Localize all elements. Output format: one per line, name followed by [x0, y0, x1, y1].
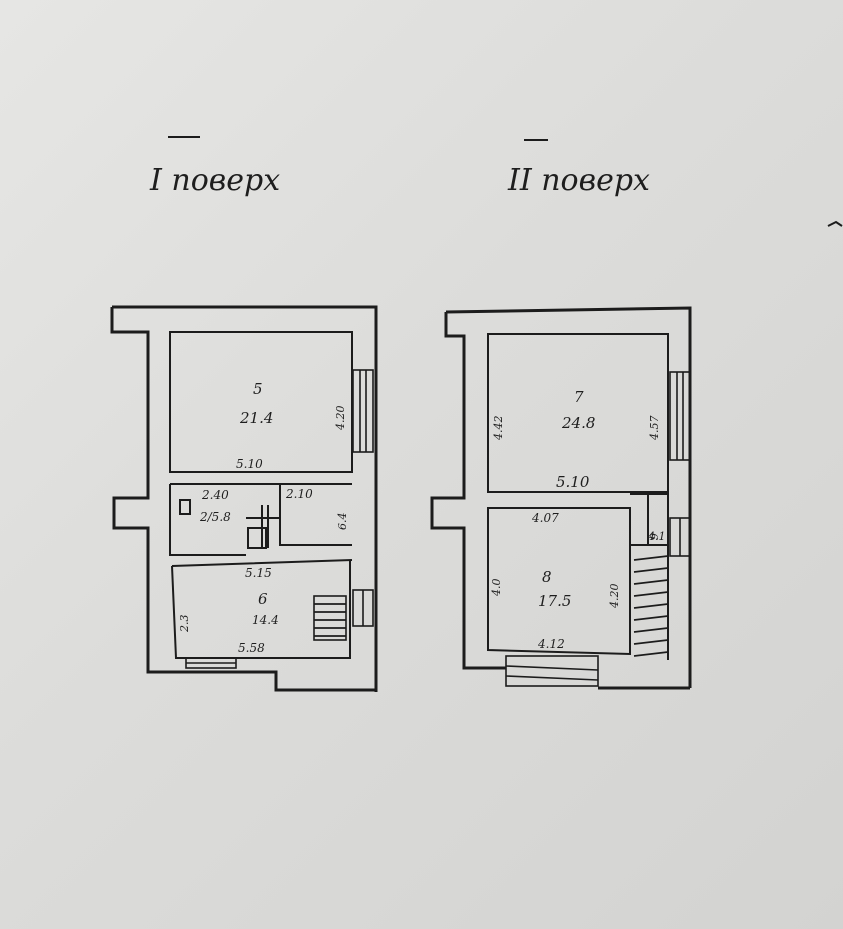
room-9-area: 4.1 [647, 530, 666, 543]
floor-2-upper-room [487, 333, 669, 493]
bath-fixture-icon [179, 499, 191, 515]
room-6-area: 14.4 [252, 613, 279, 627]
floor-1-stairs [313, 595, 347, 641]
dim-bottom-width: 4.12 [537, 637, 565, 651]
dim-low-right: 4.20 [608, 584, 621, 610]
dim-top-left: 4.42 [492, 416, 505, 442]
stray-mark [827, 220, 843, 227]
dim-wc-top: 2.10 [285, 487, 313, 501]
floor-2-window-right [669, 371, 691, 461]
floor-2-lower-room [487, 507, 631, 656]
room-6-number: 6 [258, 590, 268, 608]
floor-1-title: I поверх [149, 163, 280, 198]
floor-1-window-bottom [185, 657, 237, 669]
dim-low-left: 4.0 [490, 579, 503, 598]
floor-2-window-right-lower [669, 517, 691, 557]
floor-1-outer-wall [110, 305, 378, 692]
floor-2-small-room [630, 493, 669, 660]
floor-2-title: II поверх [507, 163, 650, 198]
dim-low-top: 4.07 [531, 511, 559, 525]
room-5-area: 21.4 [239, 409, 273, 427]
dim-top-right: 4.57 [648, 416, 661, 442]
room-5-number: 5 [253, 380, 263, 398]
floor-1-plan: I поверх [110, 136, 378, 692]
floor-1-inner-wall [169, 331, 353, 473]
dim-top-width: 5.10 [236, 457, 263, 471]
floor-2-window-bottom [505, 655, 599, 687]
floor-2-outer-wall [430, 306, 692, 690]
floor-1-window-right-lower [352, 589, 374, 627]
room-9-number: 9 [648, 533, 661, 540]
sink-fixture-icon [247, 527, 267, 549]
room-7-number: 7 [574, 388, 584, 406]
floor-1-window-right [352, 369, 374, 453]
floor-1-lower-room [171, 560, 351, 659]
dim-mid-width: 5.15 [245, 566, 272, 580]
dim-mid-width: 5.10 [556, 473, 590, 491]
bath-area: 2/5.8 [199, 510, 231, 524]
dim-bottom-width: 5.58 [238, 641, 265, 655]
dim-bath-top: 2.40 [201, 488, 229, 502]
floor-2-stairs [633, 555, 669, 657]
floor-1-bath-walls [169, 483, 353, 567]
dim-left-lower: 2.3 [178, 615, 191, 634]
dim-wc-side: 6.4 [336, 513, 349, 531]
room-7-area: 24.8 [561, 414, 595, 432]
floor-2-plan: II поверх [430, 139, 692, 690]
room-8-number: 8 [542, 568, 552, 586]
dim-right-height: 4.20 [334, 406, 347, 432]
room-8-area: 17.5 [538, 592, 571, 610]
